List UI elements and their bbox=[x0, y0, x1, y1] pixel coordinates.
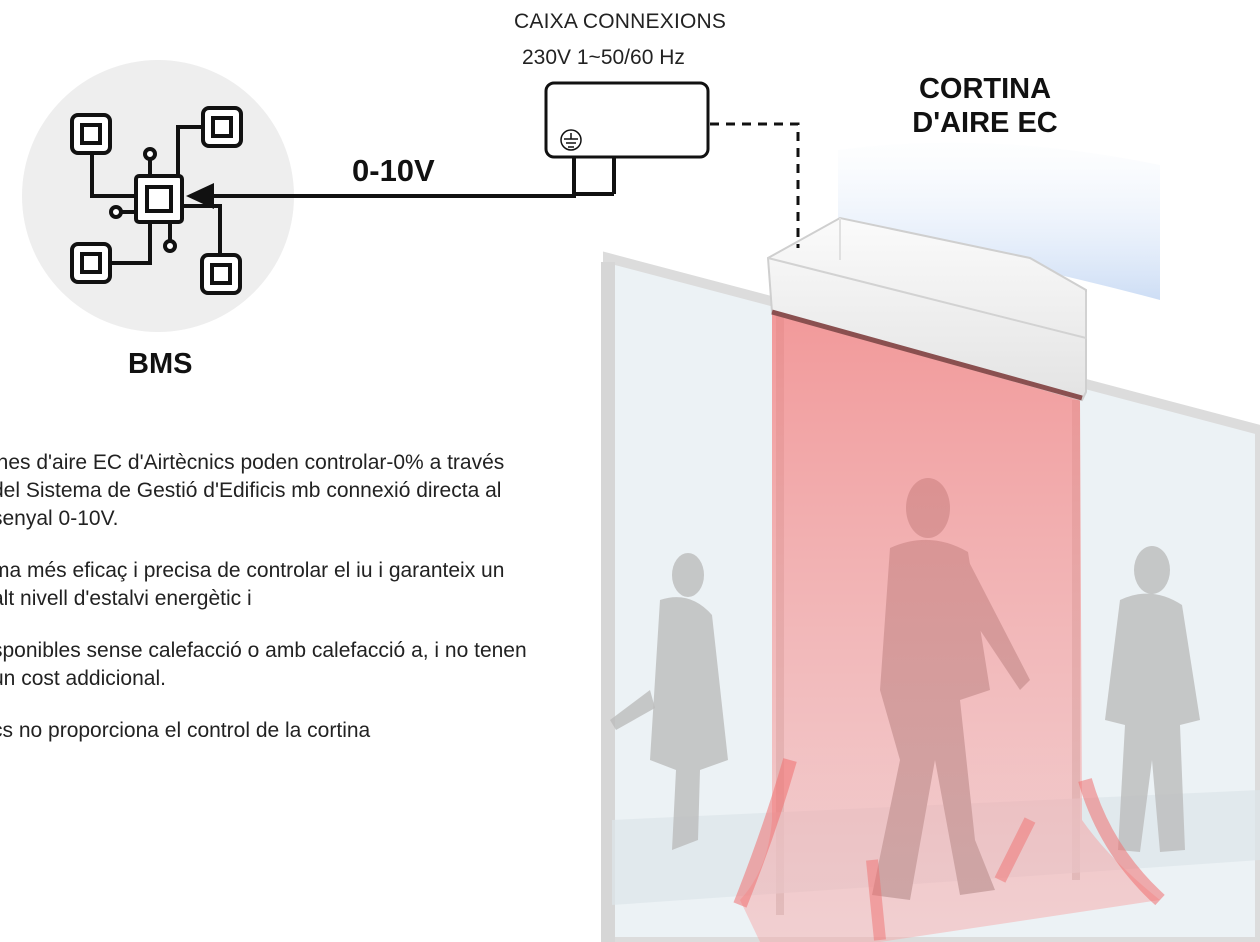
air-curtain-label: CORTINA D'AIRE EC bbox=[880, 72, 1090, 140]
bms-label: BMS bbox=[128, 348, 193, 380]
air-curtain-unit bbox=[766, 216, 1087, 402]
description-paragraph: ines d'aire EC d'Airtècnics poden contro… bbox=[0, 451, 505, 530]
warm-airflow bbox=[733, 314, 1165, 942]
description-paragraph: ma més eficaç i precisa de controlar el … bbox=[0, 559, 505, 610]
cool-airflow bbox=[838, 142, 1160, 300]
signal-label: 0-10V bbox=[352, 153, 435, 188]
network-nodes-icon bbox=[70, 106, 243, 295]
junction-box bbox=[544, 81, 710, 194]
junction-box-spec: 230V 1~50/60 Hz bbox=[522, 46, 685, 69]
air-curtain-label-line2: D'AIRE EC bbox=[912, 107, 1058, 139]
description-paragraph: cs no proporciona el control de la corti… bbox=[0, 719, 371, 742]
power-dashed-line bbox=[710, 122, 800, 248]
signal-arrow-icon bbox=[186, 183, 214, 209]
signal-line bbox=[196, 192, 614, 198]
air-curtain-label-line1: CORTINA bbox=[918, 73, 1052, 105]
junction-box-title: CAIXA CONNEXIONS bbox=[514, 10, 727, 33]
ground-symbol-icon bbox=[560, 129, 582, 151]
description-text: ines d'aire EC d'Airtècnics poden contro… bbox=[0, 449, 532, 769]
description-paragraph: sponibles sense calefacció o amb calefac… bbox=[0, 639, 527, 690]
